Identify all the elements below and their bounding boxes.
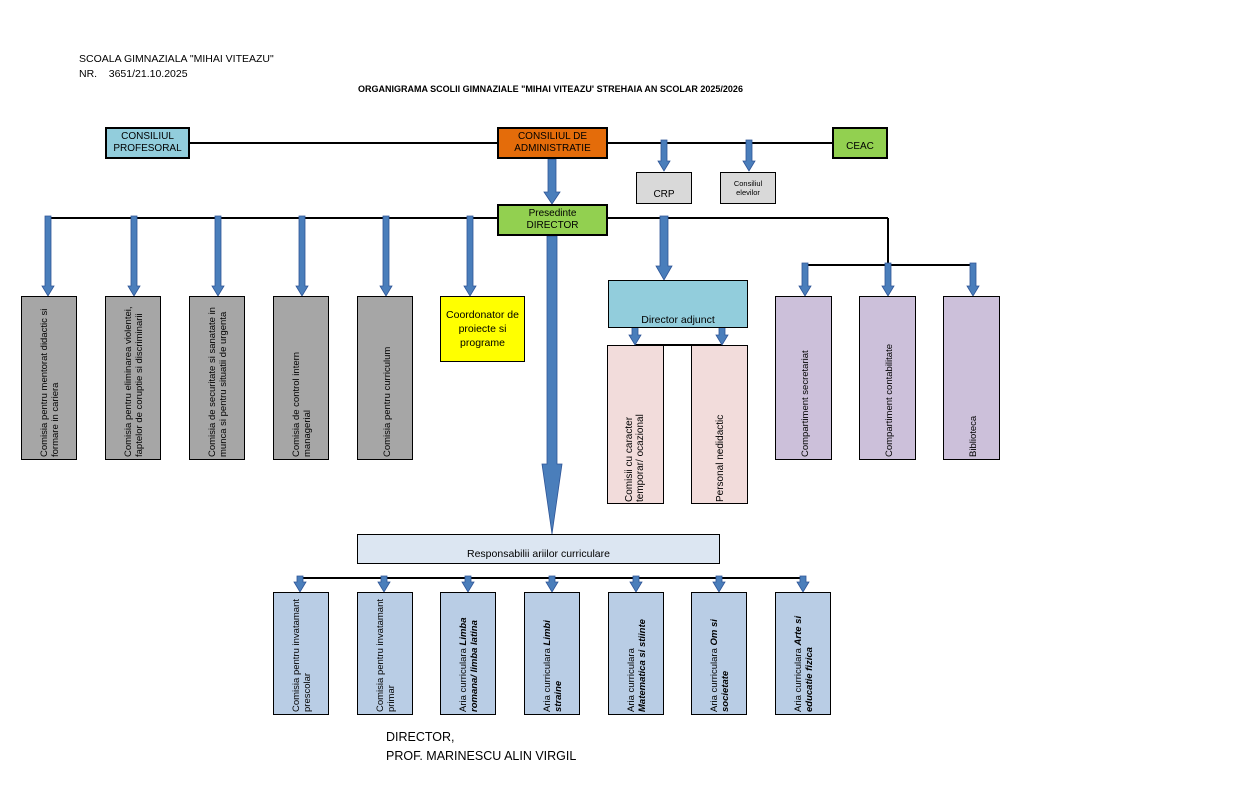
biblioteca-box: Biblioteca	[943, 296, 1000, 460]
arie-box-5: Aria curriculara Matematica si stiinte	[608, 592, 664, 715]
ceac-label: CEAC	[846, 141, 874, 152]
arie-label-7: Aria curriculara Arte si educatie fizica	[793, 615, 815, 712]
director-label-line1: Presedinte	[528, 208, 577, 219]
arrow-to-coordonator	[463, 215, 477, 297]
comisii-temporare-box: Comisii cu caracter temporar/ ocazional	[607, 345, 664, 504]
comisie-label-5: Comisia pentru curriculum	[382, 346, 393, 457]
compartiment-contabilitate-label: Compartiment contabilitate	[884, 344, 895, 457]
director-label-line2: DIRECTOR	[526, 220, 579, 231]
director-adjunct-box: Director adjunct	[608, 280, 748, 328]
comisie-box-4: Comisia de control intern managerial	[273, 296, 329, 460]
arrow-to-comisie-4	[295, 215, 309, 297]
consiliul-profesoral-box: CONSILIUL PROFESORAL	[105, 127, 190, 159]
coordonator-box: Coordonator de proiecte si programe	[440, 296, 525, 362]
arrow-to-arie-5	[629, 575, 643, 593]
comisie-label-3: Comisia de securitate si sanatate in mun…	[207, 307, 229, 457]
arie-box-6: Aria curriculara Om si societate	[691, 592, 747, 715]
consiliul-elevilor-box: Consiliul elevilor	[720, 172, 776, 204]
personal-nedidactic-label: Personal nedidactic	[715, 414, 726, 502]
responsabili-label: Responsabilii ariilor curriculare	[467, 548, 610, 560]
comisie-box-5: Comisia pentru curriculum	[357, 296, 413, 460]
director-box: Presedinte DIRECTOR	[497, 204, 608, 236]
comisie-box-2: Comisia pentru eliminarea violentei, fap…	[105, 296, 161, 460]
consiliul-administratie-label: CONSILIUL DE ADMINISTRATIE	[514, 131, 591, 154]
compartiment-secretariat-box: Compartiment secretariat	[775, 296, 832, 460]
arrow-to-arie-4	[545, 575, 559, 593]
consiliul-administratie-box: CONSILIUL DE ADMINISTRATIE	[497, 127, 608, 159]
arrow-to-arie-3	[461, 575, 475, 593]
signature-role: DIRECTOR,	[386, 730, 455, 744]
registration-number: NR. 3651/21.10.2025	[79, 68, 188, 80]
school-name: SCOALA GIMNAZIALA "MIHAI VITEAZU"	[79, 53, 274, 65]
arie-box-1: Comisia pentru invatamant prescolar	[273, 592, 329, 715]
compartiment-secretariat-label: Compartiment secretariat	[800, 350, 811, 457]
director-adjunct-label: Director adjunct	[641, 314, 715, 326]
arie-label-4: Aria curriculara Limbi straine	[542, 620, 564, 712]
arrow-to-director-adjunct	[655, 215, 673, 281]
arrow-to-comisie-2	[127, 215, 141, 297]
arrow-to-comisie-5	[379, 215, 393, 297]
arrow-to-comisie-1	[41, 215, 55, 297]
arrow-administratie-to-director	[543, 158, 561, 205]
biblioteca-label: Biblioteca	[968, 415, 979, 457]
arrow-to-biblioteca	[966, 262, 980, 297]
consiliul-profesoral-label: CONSILIUL PROFESORAL	[113, 131, 182, 154]
arrow-to-compartiment-contabilitate	[881, 262, 895, 297]
arie-label-5: Aria curriculara Matematica si stiinte	[626, 619, 648, 712]
arrow-to-arie-7	[796, 575, 810, 593]
ceac-box: CEAC	[832, 127, 888, 159]
comisie-box-1: Comisia pentru mentorat didactic si form…	[21, 296, 77, 460]
comisie-label-1: Comisia pentru mentorat didactic si form…	[39, 308, 61, 457]
comisie-label-4: Comisia de control intern managerial	[291, 351, 313, 457]
coordonator-label: Coordonator de proiecte si programe	[446, 309, 519, 349]
arrow-to-compartiment-secretariat	[798, 262, 812, 297]
arrow-to-comisie-3	[211, 215, 225, 297]
comisie-label-2: Comisia pentru eliminarea violentei, fap…	[123, 306, 145, 458]
arie-box-4: Aria curriculara Limbi straine	[524, 592, 580, 715]
arrow-to-arie-2	[377, 575, 391, 593]
arie-label-3: Aria curriculara Limba romana/ limba lat…	[458, 617, 480, 712]
arie-box-3: Aria curriculara Limba romana/ limba lat…	[440, 592, 496, 715]
arie-box-7: Aria curriculara Arte si educatie fizica	[775, 592, 831, 715]
arie-label-6: Aria curriculara Om si societate	[709, 619, 731, 712]
personal-nedidactic-box: Personal nedidactic	[691, 345, 748, 504]
arrow-to-arie-1	[293, 575, 307, 593]
arrow-to-crp	[657, 139, 671, 172]
chart-title: ORGANIGRAMA SCOLII GIMNAZIALE "MIHAI VIT…	[358, 84, 743, 94]
arrow-to-personal-nedidactic	[715, 326, 729, 346]
crp-box: CRP	[636, 172, 692, 204]
arrow-director-to-responsabili	[541, 235, 563, 535]
signature-name: PROF. MARINESCU ALIN VIRGIL	[386, 749, 577, 763]
compartiment-contabilitate-box: Compartiment contabilitate	[859, 296, 916, 460]
arrow-to-comisii-temporare	[628, 326, 642, 346]
comisii-temporare-label: Comisii cu caracter temporar/ ocazional	[624, 414, 646, 502]
comisie-box-3: Comisia de securitate si sanatate in mun…	[189, 296, 245, 460]
arrow-to-consiliul-elevilor	[742, 139, 756, 172]
responsabili-box: Responsabilii ariilor curriculare	[357, 534, 720, 564]
consiliul-elevilor-label: Consiliul elevilor	[733, 179, 763, 197]
arie-box-2: Comisia pentru invatamant primar	[357, 592, 413, 715]
crp-label: CRP	[653, 189, 675, 200]
arrow-to-arie-6	[712, 575, 726, 593]
arie-label-1: Comisia pentru invatamant prescolar	[291, 599, 313, 712]
arie-label-2: Comisia pentru invatamant primar	[375, 599, 397, 712]
